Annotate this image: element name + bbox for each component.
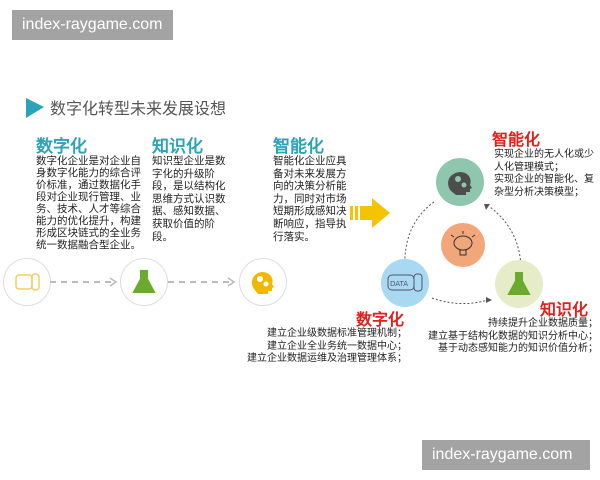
cycle-text-digital: 建立企业级数据标准管理机制； 建立企业全业务统一数据中心； 建立企业数据运维及治…: [247, 328, 407, 366]
cycle-line: 基于动态感知能力的知识价值分析；: [438, 343, 598, 354]
watermark-bottom: index-raygame.com: [422, 440, 590, 470]
digital-cycle-circle: DATA: [381, 259, 429, 307]
data-icon: DATA: [387, 273, 423, 292]
cycle-heading-digital: 数字化: [356, 310, 405, 329]
cycle-heading-intelligent: 智能化: [492, 130, 541, 149]
intelligent-circle: [239, 258, 287, 306]
intelligent-cycle-circle: [436, 158, 484, 206]
title-triangle-icon: [26, 98, 44, 118]
page-title: 数字化转型未来发展设想: [50, 99, 227, 118]
column-text-digital: 数字化企业是对企业自身数字化能力的综合评价标准，通过数据化手段对企业现行管理、业…: [36, 155, 141, 251]
knowledge-cycle-circle: [495, 260, 543, 308]
dashed-arrow-2: [168, 277, 236, 287]
cycle-text-intelligent: 实现企业的无人化或少人化管理模式； 实现企业的智能化、复杂型分析决策模型；: [494, 149, 600, 199]
cycle-line: 实现企业的无人化或少人化管理模式；: [494, 149, 594, 173]
column-heading-intelligent: 智能化: [273, 137, 324, 157]
column-heading-knowledge: 知识化: [152, 137, 203, 157]
idea-circle: [441, 223, 485, 267]
cycle-line: 建立企业全业务统一数据中心；: [267, 340, 407, 352]
column-heading-digital: 数字化: [36, 137, 87, 157]
cycle-line: 建立企业级数据标准管理机制；: [267, 328, 407, 339]
cycle-line: 持续提升企业数据质量；: [488, 318, 598, 329]
flask-icon: [132, 270, 156, 293]
data-icon: [15, 273, 40, 291]
head-gears-icon: [251, 272, 274, 294]
transition-arrow-icon: [350, 198, 390, 228]
column-text-intelligent: 智能化企业应具备对未来发展方向的决策分析能力，同时对市场短期形成感知决断响应，指…: [273, 155, 347, 243]
cycle-line: 实现企业的智能化、复杂型分析决策模型；: [494, 174, 594, 198]
knowledge-circle: [120, 258, 168, 306]
watermark-top: index-raygame.com: [12, 10, 173, 40]
lightbulb-icon: [450, 231, 476, 256]
dashed-arrow-1: [50, 277, 118, 287]
cycle-line: 建立企业数据运维及治理管理体系；: [247, 353, 407, 364]
data-circle: [3, 258, 51, 306]
cycle-line: 建立基于结构化数据的知识分析中心；: [428, 330, 598, 342]
flask-icon: [507, 272, 531, 295]
data-icon-label: DATA: [390, 280, 408, 288]
cycle-heading-knowledge: 知识化: [540, 300, 589, 319]
cycle-text-knowledge: 持续提升企业数据质量； 建立基于结构化数据的知识分析中心； 基于动态感知能力的知…: [428, 318, 598, 356]
head-gears-icon: [448, 172, 472, 195]
column-text-knowledge: 知识型企业是数字化的升级阶段，是以结构化思维方式认识数据、感知数据、获取价值的阶…: [152, 155, 226, 243]
